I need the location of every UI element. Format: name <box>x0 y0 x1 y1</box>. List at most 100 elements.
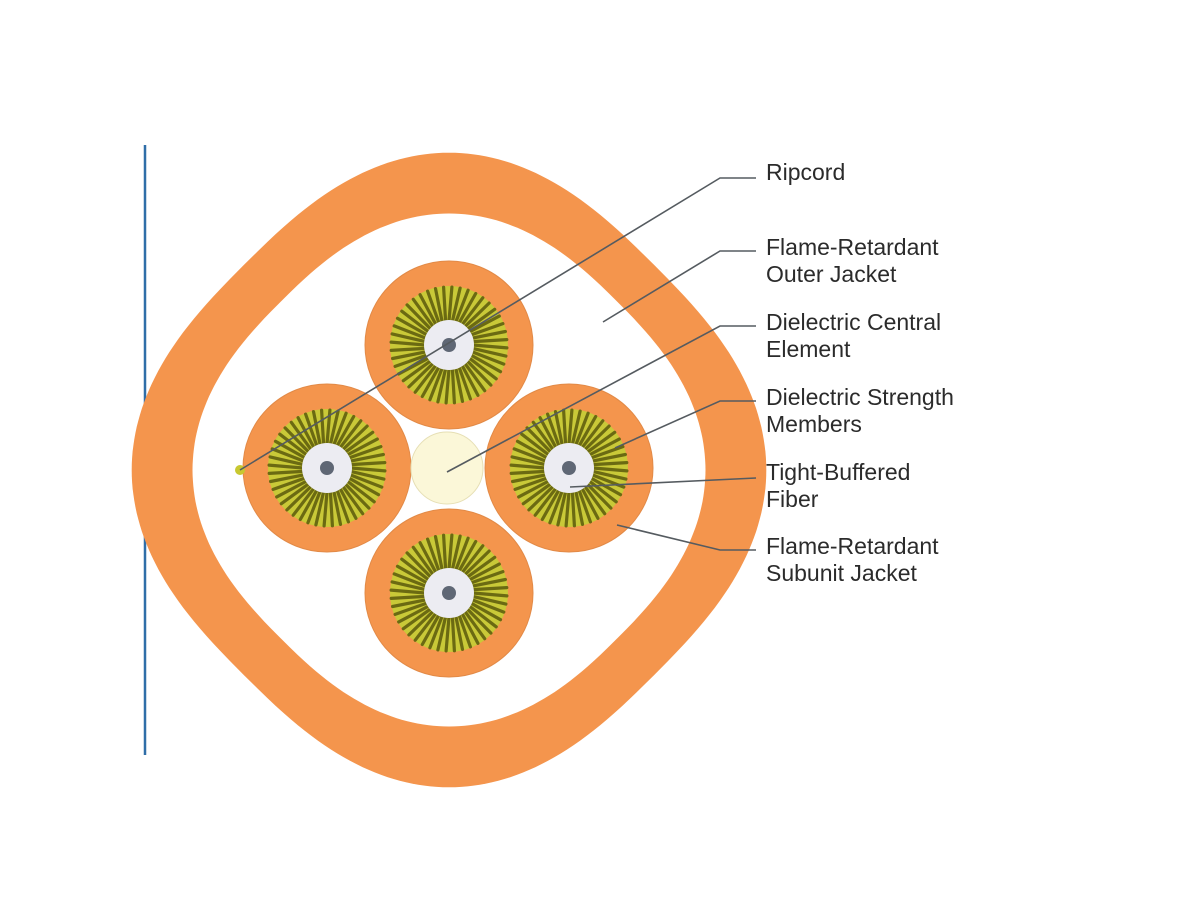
label-ripcord-line-1: Ripcord <box>766 159 845 185</box>
yarn-strand <box>320 408 326 446</box>
yarn-strand <box>428 366 444 402</box>
yarn-strand <box>471 585 509 592</box>
leader-ripcord <box>239 177 756 471</box>
yarn-strand <box>418 293 438 327</box>
yarn-strand <box>591 461 629 467</box>
yarn-strand <box>411 297 435 329</box>
yarn-strand <box>564 490 571 528</box>
yarn-strand <box>348 452 385 463</box>
yarn-strand <box>533 486 558 517</box>
yarn-strand <box>395 316 429 337</box>
yarn-strand <box>389 346 427 352</box>
yarn-strand <box>540 488 561 522</box>
yarn-strand <box>442 285 448 323</box>
yarn-strand <box>343 430 375 454</box>
yarn-strand <box>470 598 506 614</box>
yarn-strand <box>413 363 438 394</box>
yarn-strand <box>548 489 564 525</box>
yarn-strand <box>335 414 356 448</box>
yarn-strand <box>436 367 448 404</box>
yarn-strand <box>420 365 441 399</box>
yarn-strand <box>338 486 358 520</box>
yarn-strand <box>314 490 326 527</box>
yarn-strand <box>393 353 429 368</box>
yarn-strand <box>583 424 611 452</box>
yarn-strand <box>589 476 623 497</box>
yarn-strand <box>585 430 617 454</box>
yarn-strand <box>463 549 491 577</box>
yarn-strand <box>454 288 470 324</box>
yarn-strand <box>515 439 549 460</box>
yarn-strand <box>341 424 369 452</box>
yarn-strand <box>512 447 548 463</box>
leader-lines <box>239 177 757 551</box>
label-tight-buffered-fiber: Tight-Buffered Fiber <box>766 459 917 512</box>
yarn-strand <box>447 533 454 571</box>
yarn-strand <box>465 607 493 635</box>
yarn-strand <box>460 611 480 645</box>
yarn-strand <box>392 572 428 588</box>
yarn-strand <box>510 473 548 484</box>
yarn-strand <box>306 489 322 525</box>
yarn-strand <box>465 555 497 579</box>
yarn-strand <box>345 479 376 504</box>
yarn-strand <box>580 419 605 450</box>
subunit-right <box>484 383 654 553</box>
yarn-strand <box>457 291 478 325</box>
yarn-strand <box>267 463 305 470</box>
yarn-strand <box>447 285 454 323</box>
yarn-strand <box>273 439 307 460</box>
yarn-strand <box>335 488 350 524</box>
yarn-strand <box>460 296 485 327</box>
yarn-strand <box>405 551 433 579</box>
yarn-strand <box>467 604 498 629</box>
yarn-strand <box>454 536 470 572</box>
yarn-strand <box>585 482 613 510</box>
label-central-element-line-2: Element <box>766 336 851 362</box>
yarn-strand <box>509 463 547 470</box>
yarn-strand <box>405 303 433 331</box>
yarn-strand <box>531 420 555 452</box>
subunit-bottom <box>364 508 534 678</box>
yarn-strand <box>460 363 480 397</box>
yarn-strand <box>469 569 505 585</box>
yarn-strand <box>574 489 585 527</box>
yarn-strand <box>471 591 509 598</box>
yarn-strand <box>285 484 313 512</box>
yarn-strand <box>454 366 465 403</box>
yarn-strand <box>457 365 472 401</box>
label-outer-jacket: Flame-Retardant Outer Jacket <box>766 234 945 287</box>
strength-yarn-strands <box>389 285 509 405</box>
yarn-strand <box>450 367 456 405</box>
yarn-strand <box>587 437 621 457</box>
label-central-element-line-1: Dielectric Central <box>766 309 941 335</box>
label-tight-buffered-fiber-line-2: Fiber <box>766 486 819 512</box>
yarn-strand <box>469 601 503 622</box>
yarn-strand <box>392 324 428 340</box>
yarn-strand <box>470 329 507 340</box>
yarn-strand <box>349 461 387 467</box>
yarn-strand <box>471 338 509 344</box>
yarn-strand <box>338 419 363 450</box>
yarn-strand <box>471 594 508 606</box>
subunit-left <box>242 383 412 553</box>
yarn-strand <box>463 361 487 393</box>
yarn-strand <box>347 445 383 460</box>
yarn-strand <box>401 607 433 631</box>
callout-labels: Ripcord Flame-Retardant Outer Jacket Die… <box>766 159 954 586</box>
yarn-strand <box>322 490 329 528</box>
yarn-strand <box>426 289 441 325</box>
yarn-strand <box>538 416 558 450</box>
yarn-strand <box>444 615 451 653</box>
yarn-strand <box>577 414 598 448</box>
yarn-strand <box>407 361 435 389</box>
yarn-strand <box>433 534 444 572</box>
yarn-strand <box>389 588 427 595</box>
strength-yarn-strands <box>389 533 509 653</box>
yarn-strand <box>467 356 498 381</box>
yarn-strand <box>457 613 472 649</box>
yarn-strand <box>291 486 316 517</box>
yarn-strand <box>332 411 348 447</box>
yarn-strand <box>328 409 340 446</box>
yarn-strand <box>343 482 371 510</box>
